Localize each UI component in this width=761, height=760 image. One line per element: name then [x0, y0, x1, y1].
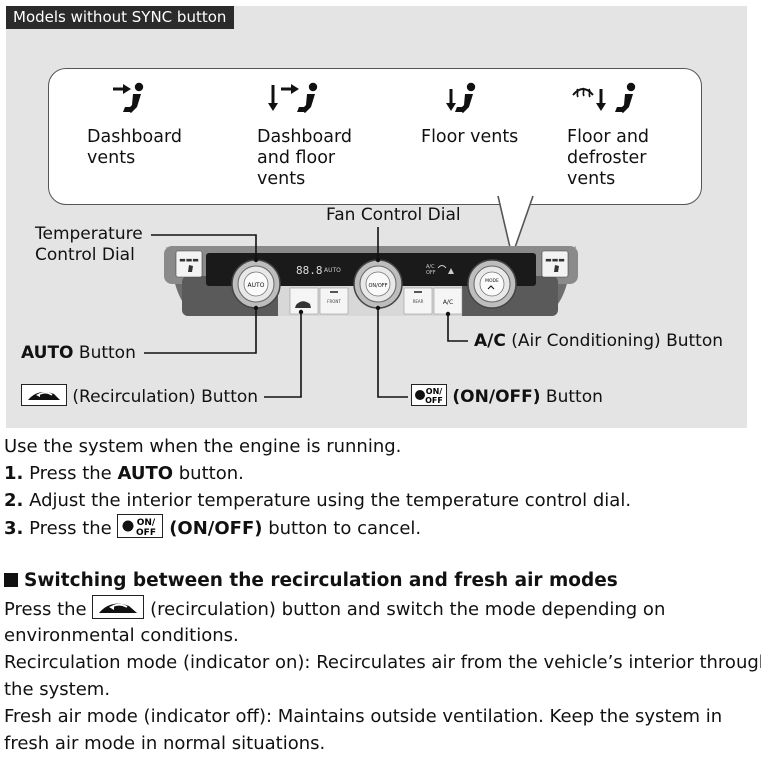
- recirc-mode-line-2: the system.: [4, 679, 111, 700]
- svg-text:ON/OFF: ON/OFF: [368, 283, 387, 289]
- temp-display: 88.8: [296, 264, 323, 277]
- recirculation-button-label: (Recirculation) Button: [21, 384, 258, 408]
- svg-text:AUTO: AUTO: [324, 267, 341, 274]
- svg-text:OFF: OFF: [136, 528, 156, 537]
- fresh-mode-line-1: Fresh air mode (indicator off): Maintain…: [4, 706, 723, 727]
- dashboard-floor-vent-icon: [268, 82, 318, 113]
- recirculation-icon: [21, 384, 67, 406]
- intro-text: Use the system when the engine is runnin…: [4, 436, 402, 457]
- svg-text:MODE: MODE: [485, 278, 499, 284]
- mode-dashboard-vents: Dashboard vents: [87, 81, 187, 169]
- fan-onoff-icon: ON/ OFF: [411, 384, 447, 406]
- ac-button-label: A/C (Air Conditioning) Button: [474, 331, 724, 351]
- figure-tag: Models without SYNC button: [6, 6, 235, 29]
- section-heading: Switching between the recirculation and …: [4, 570, 618, 591]
- svg-text:OFF: OFF: [425, 396, 443, 405]
- svg-text:FRONT: FRONT: [327, 299, 341, 304]
- svg-text:A/C: A/C: [426, 264, 435, 270]
- recirc-paragraph-line-1: Press the (recirculation) button and swi…: [4, 595, 665, 623]
- auto-button-label: AUTO Button: [21, 343, 136, 363]
- fan-onoff-icon: ON/ OFF: [117, 514, 164, 538]
- recirculation-panel-button: [289, 287, 319, 315]
- svg-text:▬▬▬: ▬▬▬: [179, 256, 199, 264]
- onoff-button-label: ON/ OFF (ON/OFF) Button: [411, 384, 603, 408]
- recirc-mode-line-1: Recirculation mode (indicator on): Recir…: [4, 652, 761, 673]
- rear-defrost-button: [403, 287, 433, 315]
- right-seat-heater-button: [541, 250, 569, 278]
- dashboard-vent-icon: [113, 82, 144, 113]
- floor-defroster-vent-icon: [572, 82, 636, 113]
- svg-text:A/C: A/C: [443, 299, 453, 306]
- front-defrost-button: [319, 287, 349, 315]
- mode-label: Dashboard and floor vents: [257, 127, 352, 189]
- fan-dial-label: Fan Control Dial: [326, 205, 461, 225]
- step-3: 3. Press the ON/ OFF (ON/OFF) button to …: [4, 514, 421, 542]
- mode-floor-vents: Floor vents: [421, 81, 541, 148]
- mode-dashboard-floor-vents: Dashboard and floor vents: [257, 81, 357, 190]
- mode-label: Floor and defroster vents: [567, 127, 650, 189]
- floor-vent-icon: [446, 82, 476, 113]
- ac-panel-button: [433, 287, 463, 315]
- step-1: 1. Press the AUTO button.: [4, 463, 244, 484]
- svg-text:AUTO: AUTO: [248, 282, 265, 289]
- heading-square-icon: [4, 573, 18, 587]
- temperature-dial-label: Temperature Control Dial: [35, 224, 143, 265]
- climate-control-figure: Models without SYNC button Dashboard ven…: [6, 6, 747, 428]
- vent-mode-callout: Dashboard vents Dashboard and floor vent…: [48, 68, 702, 205]
- mode-floor-defroster-vents: Floor and defroster vents: [567, 81, 667, 190]
- mode-dial: MODE: [467, 259, 517, 309]
- left-seat-heater-button: [175, 250, 203, 278]
- panel-top-strip: [164, 246, 578, 284]
- recirculation-icon: [92, 595, 145, 619]
- leader-lines: [144, 227, 468, 398]
- svg-text:REAR: REAR: [413, 299, 424, 304]
- fresh-mode-line-2: fresh air mode in normal situations.: [4, 733, 326, 754]
- svg-text:OFF: OFF: [426, 270, 436, 276]
- svg-text:ON/: ON/: [137, 518, 156, 528]
- recirc-paragraph-line-2: environmental conditions.: [4, 625, 239, 646]
- svg-text:ON/: ON/: [426, 387, 442, 396]
- mode-label: Dashboard vents: [87, 127, 182, 168]
- mode-label: Floor vents: [421, 127, 519, 147]
- temperature-dial: AUTO: [231, 259, 281, 309]
- fan-dial: ON/OFF: [353, 259, 403, 309]
- step-2: 2. Adjust the interior temperature using…: [4, 490, 632, 511]
- svg-text:▬▬▬: ▬▬▬: [545, 256, 565, 264]
- panel-display-face: [206, 253, 536, 286]
